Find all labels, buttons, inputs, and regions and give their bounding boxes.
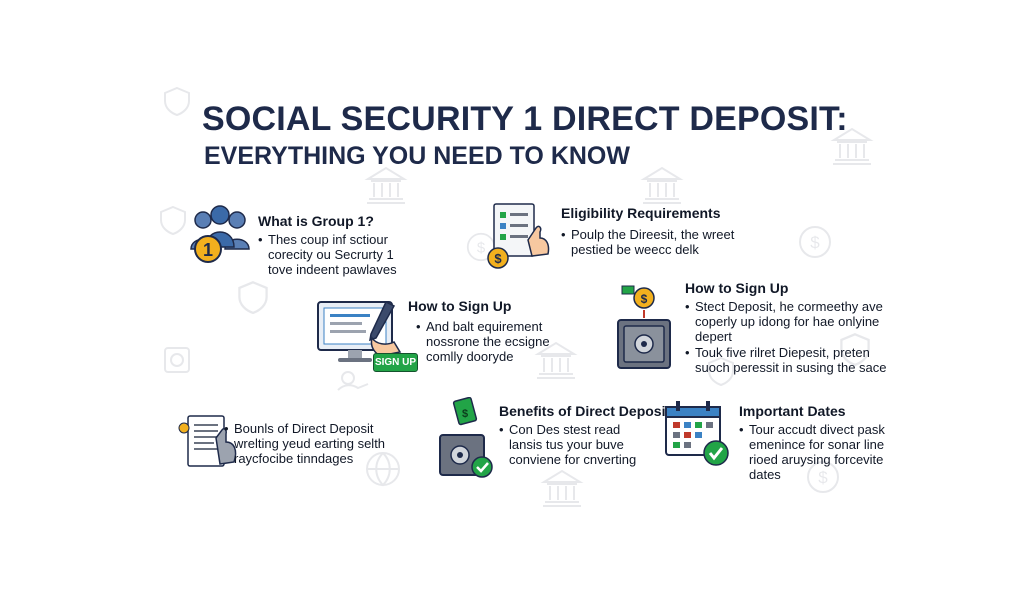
bank-icon xyxy=(640,166,684,204)
svg-text:$: $ xyxy=(477,239,486,256)
section-documents: Bounls of Direct Deposit wrelting yeud e… xyxy=(176,412,436,482)
section-signup-left: SIGN UP How to Sign Up And balt equireme… xyxy=(316,298,556,378)
section-benefits: $ Benefits of Direct Deposit Con Des ste… xyxy=(438,397,671,482)
bank-icon xyxy=(534,341,578,379)
shield-icon xyxy=(238,281,268,314)
section-title: How to Sign Up xyxy=(408,298,512,314)
bullet-list: Poulp the Direesit, the wreet pestied be… xyxy=(561,227,734,258)
bullet-list: Thes coup inf sctiour corecity ou Secrur… xyxy=(258,232,397,278)
people-group-1-icon: 1 xyxy=(190,205,250,263)
list-item: Stect Deposit, he cormeethy ave coperly … xyxy=(685,299,887,344)
svg-text:$: $ xyxy=(810,233,820,252)
list-item: And balt equirement nossrone the ecsigne… xyxy=(416,319,550,364)
dollar-coin-icon: $ xyxy=(799,226,831,258)
bullet-list: Tour accudt divect pask emenince for son… xyxy=(739,422,885,483)
shield-icon xyxy=(164,86,190,116)
bullet-list: Bounls of Direct Deposit wrelting yeud e… xyxy=(224,421,385,467)
list-item: Bounls of Direct Deposit wrelting yeud e… xyxy=(224,421,385,466)
bank-icon xyxy=(540,469,584,507)
safe-deposit-icon: $ xyxy=(617,285,671,369)
page-title: SOCIAL SECURITY 1 DIRECT DEPOSIT: xyxy=(202,100,848,138)
section-title: Important Dates xyxy=(739,403,846,419)
list-item: Tour accudt divect pask emenince for son… xyxy=(739,422,885,482)
list-item: Touk five rilret Diepesit, preten suoch … xyxy=(685,345,887,375)
coins-icon xyxy=(164,347,190,373)
shield-icon xyxy=(160,205,186,235)
monitor-signup-icon xyxy=(317,300,402,362)
section-title: Benefits of Direct Deposit xyxy=(499,403,671,419)
svg-text:$: $ xyxy=(641,292,648,306)
hand-coin-icon xyxy=(337,371,369,391)
bullet-list: Con Des stest read lansis tus your buve … xyxy=(499,422,636,468)
section-title: How to Sign Up xyxy=(685,280,789,296)
page-subtitle: EVERYTHING YOU NEED TO KNOW xyxy=(204,142,630,170)
section-eligibility: $ Eligibility Requirements Poulp the Dir… xyxy=(484,198,744,273)
list-item: Poulp the Direesit, the wreet pestied be… xyxy=(561,227,734,257)
bullet-list: And balt equirement nossrone the ecsigne… xyxy=(416,319,550,365)
sign-up-badge[interactable]: SIGN UP xyxy=(373,353,418,372)
money-safe-check-icon: $ xyxy=(439,397,493,478)
section-dates: Important Dates Tour accudt divect pask … xyxy=(664,397,914,482)
coin-symbol: $ xyxy=(494,251,502,266)
list-item: Thes coup inf sctiour corecity ou Secrur… xyxy=(258,232,397,277)
bank-icon xyxy=(364,166,408,204)
list-item: Con Des stest read lansis tus your buve … xyxy=(499,422,636,467)
section-group-1: 1 What is Group 1? Thes coup inf sctiour… xyxy=(186,203,426,278)
section-title: What is Group 1? xyxy=(258,213,374,229)
bullet-list: Stect Deposit, he cormeethy ave coperly … xyxy=(685,299,887,376)
group-number-label: 1 xyxy=(203,240,213,260)
calendar-check-icon xyxy=(665,401,729,466)
svg-text:$: $ xyxy=(462,408,468,420)
section-title: Eligibility Requirements xyxy=(561,205,721,221)
section-signup-right: $ How to Sign Up Stect Deposit, he corme… xyxy=(614,280,904,380)
checklist-coin-icon: $ xyxy=(487,203,550,269)
bank-icon xyxy=(830,127,874,165)
